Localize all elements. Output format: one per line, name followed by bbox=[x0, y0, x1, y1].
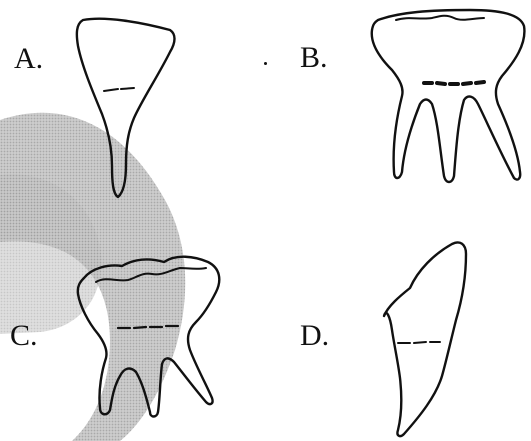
tooth-b-cej-line bbox=[424, 82, 484, 84]
stray-dot-mark bbox=[264, 62, 267, 65]
tooth-c-two-root-molar bbox=[78, 257, 219, 417]
tooth-a-cej-line bbox=[104, 88, 134, 91]
option-label-a: A. bbox=[14, 44, 43, 74]
tooth-d-cej-line bbox=[398, 342, 440, 343]
tooth-c-occlusal-groove bbox=[96, 268, 206, 282]
tooth-c-cej-line bbox=[118, 326, 178, 328]
tooth-b-occlusal-groove bbox=[396, 16, 484, 20]
option-label-d: D. bbox=[300, 321, 329, 351]
tooth-d-curved-root bbox=[384, 242, 466, 436]
option-label-b: B. bbox=[300, 43, 328, 73]
tooth-a-single-root bbox=[77, 19, 175, 197]
option-label-c: C. bbox=[10, 321, 38, 351]
tooth-b-three-root-molar bbox=[372, 10, 525, 182]
